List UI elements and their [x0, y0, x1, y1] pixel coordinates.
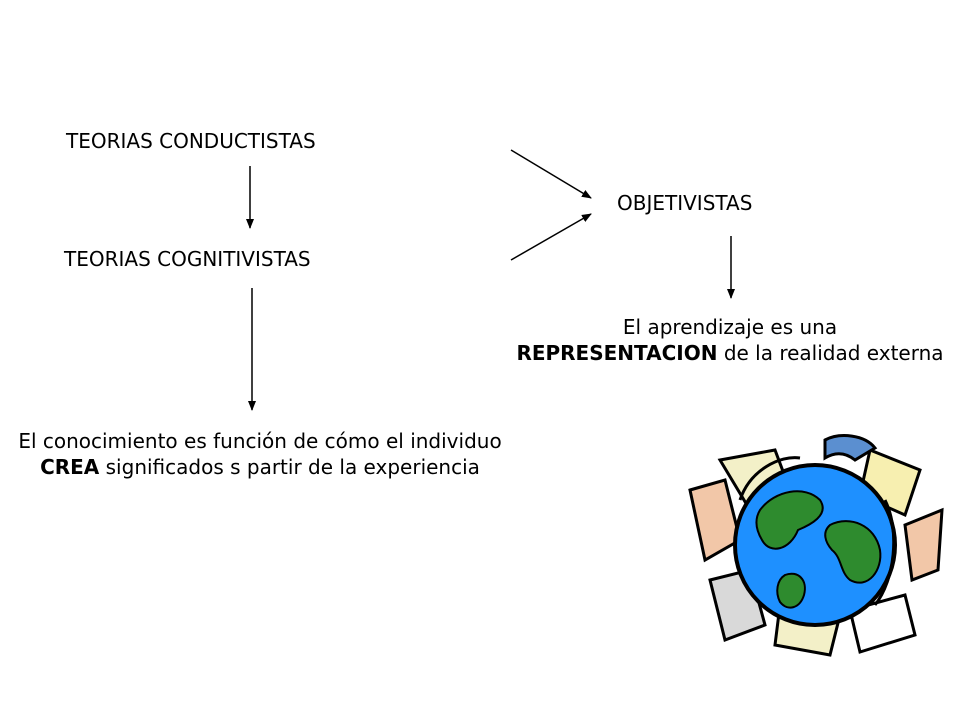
representation-emphasis: REPRESENTACION — [516, 341, 718, 365]
construction-text-after: significados s partir de la experiencia — [105, 455, 480, 479]
representation-text-after: de la realidad externa — [723, 341, 944, 365]
construction-emphasis: CREA — [40, 455, 100, 479]
node-teorias-conductistas: TEORIAS CONDUCTISTAS — [66, 129, 316, 153]
globe-with-hands-icon — [688, 434, 944, 657]
node-teorias-cognitivistas: TEORIAS COGNITIVISTAS — [64, 247, 311, 271]
arrow-conductistas-to-objetivistas — [510, 149, 592, 199]
representation-text: El aprendizaje es una REPRESENTACION de … — [505, 314, 955, 366]
node-objetivistas: OBJETIVISTAS — [617, 191, 753, 215]
arrow-cognitivistas-to-objetivistas — [510, 213, 592, 261]
construction-text-before: El conocimiento es función de cómo el in… — [18, 429, 502, 453]
representation-text-before: El aprendizaje es una — [622, 315, 838, 339]
construction-text: El conocimiento es función de cómo el in… — [10, 428, 510, 480]
